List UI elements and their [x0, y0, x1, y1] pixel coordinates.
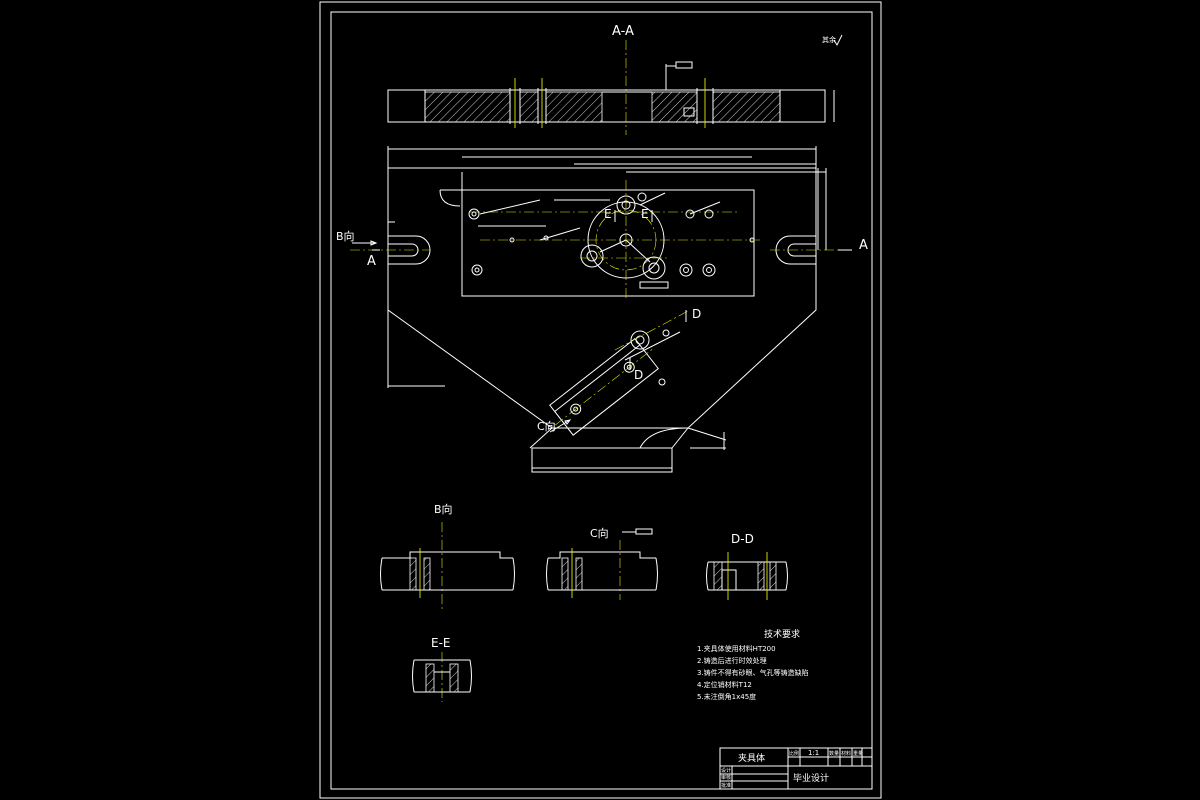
- view-c-detail: C向: [546, 526, 658, 600]
- section-a-left-label: A: [367, 254, 376, 269]
- section-e-left-label: E: [604, 207, 612, 221]
- title-col-label: 数量: [829, 750, 839, 757]
- scale-value: 1:1: [808, 749, 819, 757]
- view-b-marker-label: B向: [336, 229, 355, 243]
- section-a-right-label: A: [859, 238, 868, 253]
- view-ee-detail: E-E: [412, 636, 472, 702]
- inner-frame: [330, 11, 873, 790]
- view-b-label: B向: [434, 502, 453, 516]
- title-row-label: 批准: [721, 782, 731, 789]
- roughness-note: 其余: [822, 35, 836, 44]
- view-c-arrow-icon: [564, 419, 572, 425]
- view-c-label: C向: [590, 526, 609, 540]
- title-col-label: 材料: [841, 750, 851, 757]
- tech-requirement-item: 4.定位销材料T12: [697, 680, 752, 689]
- view-dd-detail: D-D: [706, 532, 788, 600]
- title-col-label: 比例: [789, 750, 799, 757]
- view-ee-label: E-E: [431, 636, 451, 650]
- tech-requirement-item: 2.铸造后进行时效处理: [697, 656, 767, 665]
- section-d-lower-label: D: [634, 368, 643, 382]
- section-aa-view: A-A: [387, 24, 835, 135]
- view-c-marker-label: C向: [537, 419, 556, 433]
- view-b-detail: B向: [380, 502, 515, 612]
- part-name: 夹具体: [738, 752, 765, 764]
- title-row-label: 审核: [721, 774, 731, 781]
- section-d-upper-label: D: [692, 307, 701, 321]
- section-e-right-label: E: [641, 207, 649, 221]
- main-plan-view: A A B向 E E: [336, 146, 868, 473]
- roughness-symbol-icon: [833, 34, 843, 47]
- view-dd-label: D-D: [731, 532, 754, 546]
- title-row-label: 设计: [721, 767, 731, 774]
- tech-requirements: 技术要求 1.夹具体使用材料HT200 2.铸造后进行时效处理 3.铸件不得有砂…: [697, 628, 809, 701]
- view-b-arrow-icon: [370, 240, 378, 246]
- project-name: 毕业设计: [793, 772, 829, 784]
- title-col-label: 重量: [853, 750, 863, 757]
- outer-frame: [319, 1, 882, 799]
- section-aa-label: A-A: [612, 24, 634, 39]
- tech-requirement-item: 5.未注倒角1x45度: [697, 692, 756, 701]
- tech-requirement-item: 1.夹具体使用材料HT200: [697, 644, 776, 653]
- title-block: 夹具体 毕业设计 1:1 设计 审核 批准 比例 数量 材料 重量: [719, 747, 873, 790]
- tech-requirement-item: 3.铸件不得有砂眼、气孔等铸造缺陷: [697, 668, 809, 677]
- tech-requirements-title: 技术要求: [764, 628, 800, 640]
